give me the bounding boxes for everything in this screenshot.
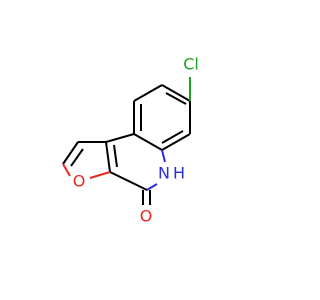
furan-oxygen-label: O [73, 172, 86, 191]
pyridinone-ring [105, 133, 166, 191]
bond-c3-c4-inner [161, 130, 184, 144]
bond-c4-n [161, 149, 166, 163]
bond-c3-c4 [161, 133, 191, 151]
furan-ring [62, 141, 111, 179]
bond-c9-c5 [105, 133, 135, 143]
bond-c10-c11-inner [70, 148, 84, 167]
bond-c4-c5 [133, 133, 163, 151]
bond-c8-c9-inner [113, 144, 118, 168]
bond-c1-c2 [161, 84, 191, 102]
carbonyl-oxygen-label: O [140, 207, 153, 226]
chlorine-atom-label: Cl [183, 55, 199, 74]
bond-c1-c2-inner [165, 92, 187, 105]
bond-o-ring-c8 [89, 171, 111, 179]
nitrogen-hydrogen-label: H [173, 164, 185, 183]
bond-c6-c1 [133, 84, 163, 102]
molecule-structure: Cl O N H O [62, 55, 199, 226]
bond-c10-c11 [62, 141, 79, 165]
bond-c7-c8 [109, 171, 148, 191]
bond-c8-c9 [105, 141, 111, 173]
benzene-ring [133, 84, 191, 151]
bond-n-c7 [146, 183, 158, 191]
nitrogen-atom-label: N [158, 164, 170, 183]
bond-c11-o-ring [62, 163, 71, 177]
